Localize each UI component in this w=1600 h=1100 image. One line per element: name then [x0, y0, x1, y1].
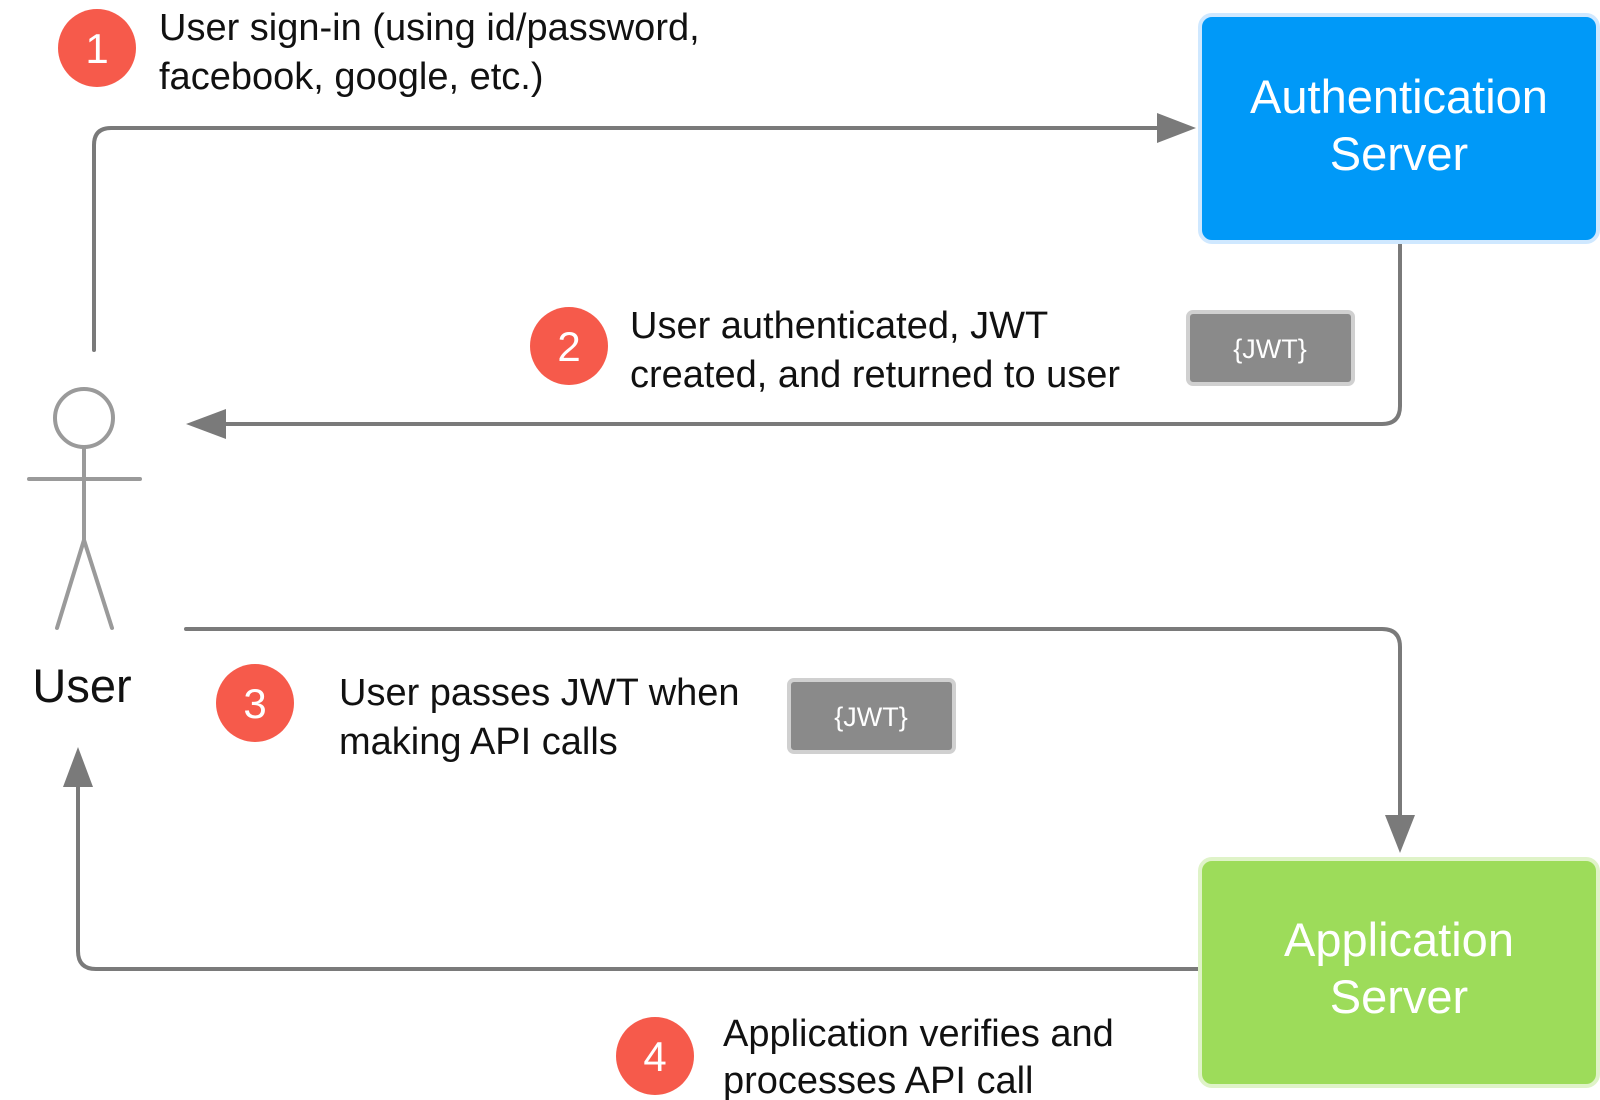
step-4: 4 Application verifies and processes API…: [616, 1013, 1114, 1100]
step-2-number: 2: [557, 323, 580, 370]
user-right-leg: [82, 538, 114, 630]
user-left-leg: [55, 538, 86, 630]
authentication-server-label-line1: Authentication: [1250, 70, 1548, 123]
step-1: 1 User sign-in (using id/password, faceb…: [58, 7, 700, 98]
step-4-text-line2: processes API call: [723, 1060, 1033, 1100]
step-3-text-line1: User passes JWT when: [339, 672, 740, 714]
arrowhead-api-call: [1385, 815, 1415, 853]
arrow-api-response: [76, 783, 1206, 971]
step-4-text-line1: Application verifies and: [723, 1013, 1114, 1055]
arrow-api-call: [184, 627, 1402, 817]
step-3-number: 3: [243, 680, 266, 727]
step-3: 3 User passes JWT when making API calls: [216, 664, 740, 763]
step-2-badge: [530, 307, 608, 385]
user-actor: User: [27, 387, 142, 712]
arrowhead-sign-in: [1157, 113, 1196, 143]
step-1-text-line2: facebook, google, etc.): [159, 56, 543, 98]
step-2: 2 User authenticated, JWT created, and r…: [530, 305, 1120, 396]
application-server-label-line2: Server: [1330, 970, 1468, 1023]
step-4-badge: [616, 1017, 694, 1095]
authentication-server-box: [1198, 13, 1600, 244]
authentication-server-label-line2: Server: [1330, 127, 1468, 180]
jwt-token-passed-label: {JWT}: [834, 702, 908, 732]
step-1-badge: [58, 9, 136, 87]
step-3-text-line2: making API calls: [339, 721, 618, 763]
jwt-token-returned-box: [1186, 310, 1355, 386]
arrow-jwt-returned: [220, 240, 1402, 426]
user-label: User: [32, 659, 131, 712]
step-4-number: 4: [643, 1033, 666, 1080]
step-2-text-line2: created, and returned to user: [630, 354, 1120, 396]
jwt-token-returned-label: {JWT}: [1233, 334, 1307, 364]
step-1-number: 1: [85, 25, 108, 72]
arrowhead-jwt-returned: [186, 409, 226, 439]
application-server-label-line1: Application: [1284, 913, 1514, 966]
user-head-icon: [53, 387, 115, 449]
arrow-sign-in: [92, 126, 1162, 352]
application-server: Application Server: [1198, 857, 1600, 1088]
jwt-token-passed: {JWT}: [787, 678, 956, 754]
application-server-box: [1198, 857, 1600, 1088]
arrowhead-api-response: [63, 747, 93, 787]
jwt-token-returned: {JWT}: [1186, 310, 1355, 386]
jwt-token-passed-box: [787, 678, 956, 754]
authentication-server: Authentication Server: [1198, 13, 1600, 244]
step-3-badge: [216, 664, 294, 742]
step-2-text-line1: User authenticated, JWT: [630, 305, 1048, 347]
step-1-text-line1: User sign-in (using id/password,: [159, 7, 700, 49]
